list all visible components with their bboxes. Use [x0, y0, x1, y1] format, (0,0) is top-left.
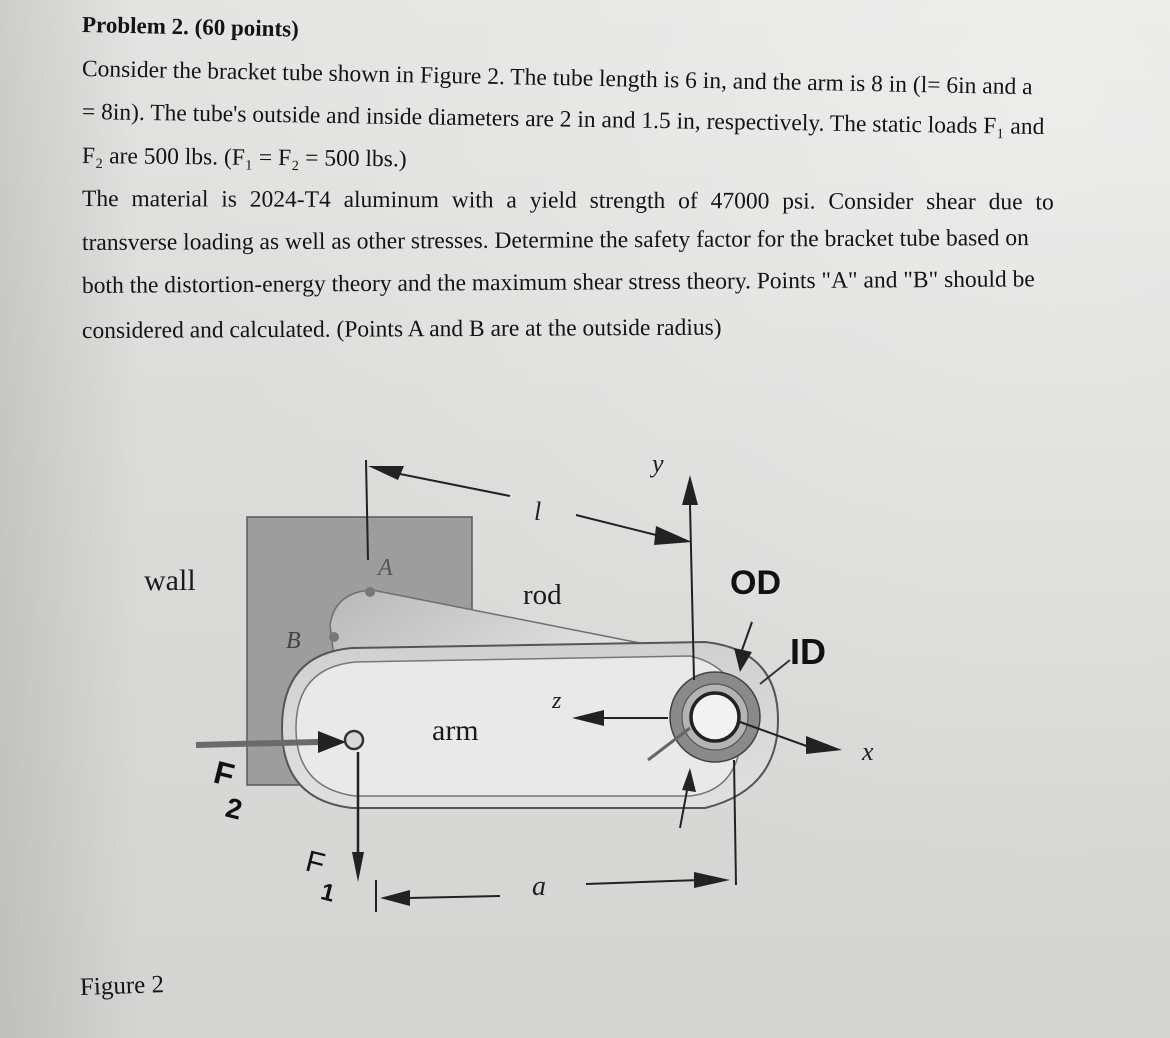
f2-label-letter: F — [210, 754, 238, 794]
y-label: y — [649, 449, 664, 478]
l-arrowhead-right — [654, 526, 692, 545]
l-line-left — [399, 473, 511, 497]
figure-caption: Figure 2 — [79, 971, 165, 1001]
f2-arrow-shaft — [195, 739, 319, 748]
tube-bore — [689, 691, 741, 743]
x-arrowhead — [806, 736, 842, 754]
z-arrowhead — [572, 710, 604, 726]
y-arrowhead — [682, 475, 698, 505]
section-line-lower — [679, 784, 689, 829]
x-label: x — [861, 737, 874, 766]
l-ext-left — [365, 459, 369, 561]
l-arrowhead-left — [368, 466, 404, 480]
a-ext-right — [733, 759, 737, 886]
rod-label: rod — [523, 579, 562, 611]
id-pointer — [759, 659, 791, 685]
x-axis — [739, 721, 813, 749]
wall-label: wall — [144, 564, 196, 597]
arm-pin — [343, 729, 365, 751]
point-a-label: A — [376, 555, 393, 581]
f1-label: F 1 — [302, 845, 337, 908]
point-a-marker — [365, 587, 375, 597]
point-b-marker — [329, 632, 339, 642]
od-pointer — [741, 621, 753, 651]
od-arrowhead — [734, 648, 752, 672]
y-axis — [689, 504, 695, 681]
arm-label: arm — [432, 714, 479, 747]
a-line-right — [585, 879, 701, 885]
f2-label: F 2 — [210, 754, 246, 826]
f1-label-subscript: 1 — [318, 878, 337, 907]
id-label: ID — [790, 631, 826, 672]
a-label: a — [532, 871, 546, 902]
l-line-right — [575, 514, 661, 537]
point-b-label: B — [286, 628, 301, 654]
a-arrowhead-left — [380, 890, 410, 906]
f2-arrowhead — [318, 731, 346, 753]
l-label: l — [534, 497, 541, 526]
a-line-left — [407, 895, 501, 899]
section-arrowhead — [682, 768, 696, 792]
section-line-diag — [647, 726, 691, 762]
z-label: z — [551, 688, 562, 714]
od-label: OD — [730, 564, 781, 602]
f1-label-letter: F — [302, 845, 328, 881]
f2-label-subscript: 2 — [223, 792, 246, 826]
a-arrowhead-right — [694, 872, 730, 888]
f1-arrowhead — [352, 852, 364, 882]
